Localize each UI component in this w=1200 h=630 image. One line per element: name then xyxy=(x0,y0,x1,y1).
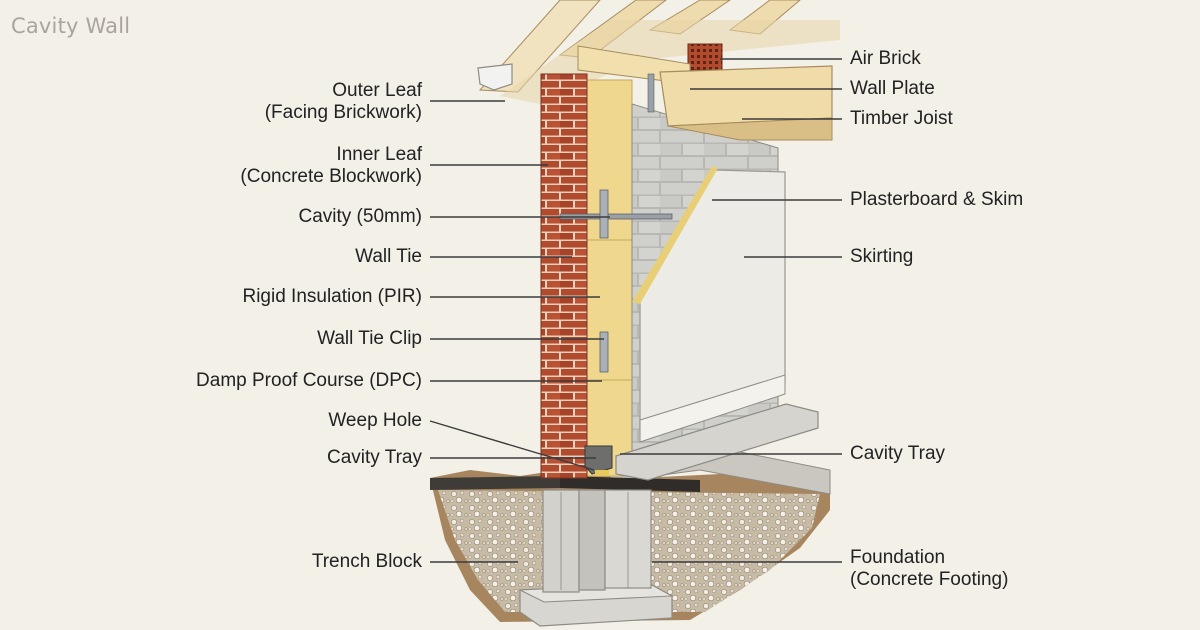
label-trench-block: Trench Block xyxy=(312,551,422,573)
label-cavity-line1: Cavity (50mm) xyxy=(298,206,422,227)
page-title: Cavity Wall xyxy=(11,14,131,38)
outer-leaf-brickwork xyxy=(540,73,588,479)
label-wall-tie-line1: Wall Tie xyxy=(355,246,422,267)
label-rigid-insulation-line1: Rigid Insulation (PIR) xyxy=(242,286,422,307)
plaster-edge xyxy=(632,166,718,304)
label-wall-tie: Wall Tie xyxy=(355,246,422,268)
label-plasterboard-line1: Plasterboard & Skim xyxy=(850,189,1024,210)
label-weep-hole-line1: Weep Hole xyxy=(328,410,422,431)
label-inner-leaf: Inner Leaf(Concrete Blockwork) xyxy=(240,144,422,188)
label-trench-block-line1: Trench Block xyxy=(311,551,422,572)
label-outer-leaf-line2: (Facing Brickwork) xyxy=(264,102,422,123)
label-skirting: Skirting xyxy=(850,246,913,268)
label-foundation-line2: (Concrete Footing) xyxy=(850,569,1009,590)
label-plasterboard: Plasterboard & Skim xyxy=(850,189,1023,211)
label-inner-leaf-line1: Inner Leaf xyxy=(336,144,422,165)
label-air-brick: Air Brick xyxy=(850,48,921,70)
label-wall-tie-clip: Wall Tie Clip xyxy=(317,328,422,350)
label-timber-joist-line1: Timber Joist xyxy=(850,108,953,129)
label-foundation-line1: Foundation xyxy=(850,547,946,568)
wall-tie-clip-bracket xyxy=(599,331,609,373)
label-air-brick-line1: Air Brick xyxy=(850,48,921,69)
dpc-band xyxy=(430,476,560,490)
label-outer-leaf: Outer Leaf(Facing Brickwork) xyxy=(265,80,422,124)
gutter xyxy=(477,63,513,91)
label-cavity-tray-right: Cavity Tray xyxy=(850,443,945,465)
skirting-board xyxy=(639,374,786,443)
floor-slab xyxy=(615,403,819,481)
label-wall-plate-line1: Wall Plate xyxy=(850,78,935,99)
label-cavity-tray-left-line1: Cavity Tray xyxy=(326,447,422,468)
label-dpc: Damp Proof Course (DPC) xyxy=(196,370,422,392)
label-wall-plate: Wall Plate xyxy=(850,78,935,100)
label-rigid-insulation: Rigid Insulation (PIR) xyxy=(242,286,422,308)
label-skirting-line1: Skirting xyxy=(850,246,914,267)
label-cavity-tray-left: Cavity Tray xyxy=(327,447,422,469)
label-outer-leaf-line1: Outer Leaf xyxy=(332,80,422,101)
weep-hole-opening xyxy=(595,470,609,476)
label-weep-hole: Weep Hole xyxy=(328,410,422,432)
wall-plate-strap xyxy=(647,73,655,113)
label-wall-tie-clip-line1: Wall Tie Clip xyxy=(317,328,422,349)
wall-tie-bracket xyxy=(599,189,609,239)
label-cavity: Cavity (50mm) xyxy=(298,206,422,228)
label-foundation: Foundation(Concrete Footing) xyxy=(850,547,1008,591)
label-cavity-tray-right-line1: Cavity Tray xyxy=(850,443,946,464)
label-timber-joist: Timber Joist xyxy=(850,108,953,130)
label-inner-leaf-line2: (Concrete Blockwork) xyxy=(240,166,422,187)
timber-joist-side xyxy=(667,117,833,141)
leader-weep-hole xyxy=(429,420,595,471)
label-dpc-line1: Damp Proof Course (DPC) xyxy=(196,370,422,391)
dpc-band-right xyxy=(560,476,700,492)
